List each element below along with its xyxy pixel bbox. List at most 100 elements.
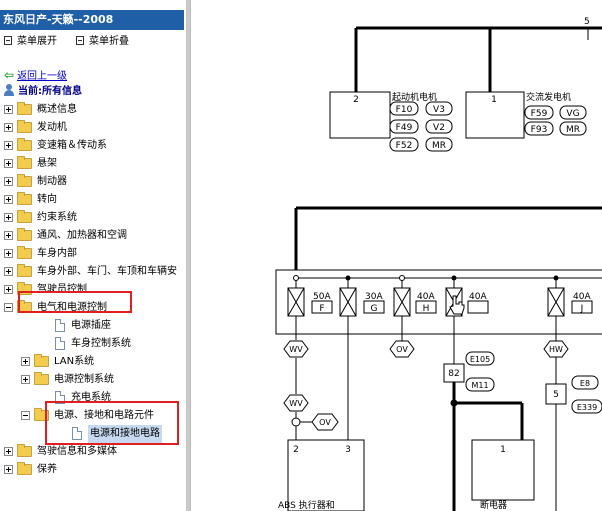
tree-item[interactable]: 发动机 xyxy=(0,119,186,137)
expand-plus-icon[interactable] xyxy=(4,249,13,258)
e8-connector xyxy=(545,383,567,405)
expand-plus-icon[interactable] xyxy=(4,195,13,204)
tree-item[interactable]: 驾驶信息和多媒体 xyxy=(0,443,186,461)
expand-plus-icon[interactable] xyxy=(4,447,13,456)
fuse-2-id: H xyxy=(423,304,430,314)
expand-plus-icon[interactable] xyxy=(21,357,30,366)
expand-plus-icon[interactable] xyxy=(4,159,13,168)
alt-conn-0-pin: VG xyxy=(566,109,579,119)
current-location: 当前:所有信息 xyxy=(4,84,82,98)
starter-conn-2-pin: MR xyxy=(432,141,446,151)
folder-icon xyxy=(17,462,32,475)
expand-plus-icon[interactable] xyxy=(4,141,13,150)
starter-conn-1: F49 xyxy=(396,123,413,133)
junction-dots xyxy=(345,275,559,407)
expand-plus-icon[interactable] xyxy=(4,285,13,294)
document-icon xyxy=(55,319,65,332)
starter-pin: 2 xyxy=(353,95,359,105)
fuse-0-id: F xyxy=(319,304,324,314)
tree-item[interactable]: 充电系统 xyxy=(0,389,186,407)
menu-expand-button[interactable]: 菜单展开 xyxy=(4,35,57,49)
diagram-margin xyxy=(190,0,204,511)
tree-item[interactable]: LAN系统 xyxy=(0,353,186,371)
tree-item[interactable]: 车身控制系统 xyxy=(0,335,186,353)
expand-icon xyxy=(4,36,12,45)
expand-plus-icon[interactable] xyxy=(4,231,13,240)
fuse-0-amp: 50A xyxy=(313,292,331,302)
starter-conn-1-pin: V2 xyxy=(433,123,445,133)
document-icon xyxy=(55,391,65,404)
folder-icon xyxy=(17,102,32,115)
tree-item-label: 制动器 xyxy=(37,176,67,187)
expand-plus-icon[interactable] xyxy=(4,267,13,276)
folder-icon xyxy=(17,156,32,169)
folder-icon xyxy=(34,372,49,385)
folder-icon xyxy=(17,246,32,259)
fuse-symbols xyxy=(287,287,593,317)
alternator-box xyxy=(465,91,525,139)
expand-plus-icon[interactable] xyxy=(4,213,13,222)
back-link[interactable]: ⇦返回上一级 xyxy=(4,68,67,82)
folder-icon xyxy=(34,354,49,367)
document-icon xyxy=(72,427,82,440)
expand-plus-icon[interactable] xyxy=(4,177,13,186)
pane-splitter[interactable] xyxy=(186,0,190,511)
wire-label-2: OV xyxy=(396,345,408,354)
wire-label-3: HW xyxy=(549,345,563,354)
expand-plus-icon[interactable] xyxy=(4,105,13,114)
fuse-3-amp: 40A xyxy=(469,292,487,302)
tree-item-label: 车身外部、车门、车顶和车辆安 xyxy=(37,266,177,277)
folder-icon xyxy=(17,264,32,277)
tree-item[interactable]: 约束系统 xyxy=(0,209,186,227)
expand-plus-icon[interactable] xyxy=(4,465,13,474)
tree-item-label: 保养 xyxy=(37,464,57,475)
menu-collapse-button[interactable]: 菜单折叠 xyxy=(76,35,129,49)
expand-plus-icon[interactable] xyxy=(4,123,13,132)
e8-top: E8 xyxy=(580,379,590,388)
e105-bottom: M11 xyxy=(471,381,488,390)
fuse-4-amp: 40A xyxy=(573,292,591,302)
tree-item-label: 车身控制系统 xyxy=(71,338,131,349)
tree-item[interactable]: 悬架 xyxy=(0,155,186,173)
top-pin-label: 5 xyxy=(584,17,590,27)
document-icon xyxy=(55,337,65,350)
tree-item-label: 电源控制系统 xyxy=(54,374,114,385)
tree-item-label: 驾驶信息和多媒体 xyxy=(37,446,117,457)
tree-item[interactable]: 电源、接地和电路元件 xyxy=(0,407,186,425)
fuse-1-id: G xyxy=(371,304,378,314)
wire-label-5: OV xyxy=(319,418,331,427)
tree-item[interactable]: 车身内部 xyxy=(0,245,186,263)
tree-item-label: 悬架 xyxy=(37,158,57,169)
expand-plus-icon[interactable] xyxy=(21,375,30,384)
tree-item[interactable]: 电源控制系统 xyxy=(0,371,186,389)
tree-item[interactable]: 制动器 xyxy=(0,173,186,191)
tree-item[interactable]: 车身外部、车门、车顶和车辆安 xyxy=(0,263,186,281)
tree-item[interactable]: 电源和接地电路 xyxy=(0,425,186,443)
tree-item[interactable]: 保养 xyxy=(0,461,186,479)
folder-icon xyxy=(17,444,32,457)
alternator-pin: 1 xyxy=(491,95,497,105)
user-icon xyxy=(4,84,14,96)
navigation-pane: 东风日产-天籁--2008 菜单展开 菜单折叠 ⇦返回上一级 当前:所有信息 概… xyxy=(0,0,186,511)
abs-name: ABS 执行器和 xyxy=(278,499,335,511)
tree-item[interactable]: 电源插座 xyxy=(0,317,186,335)
collapse-minus-icon[interactable] xyxy=(21,411,30,420)
e8-bottom: E339 xyxy=(577,403,597,412)
tree-item-label: 电源、接地和电路元件 xyxy=(54,410,154,421)
tree-item[interactable]: 概述信息 xyxy=(0,101,186,119)
tree-item[interactable]: 驾驶员控制 xyxy=(0,281,186,299)
e8-pin: 5 xyxy=(553,390,559,400)
collapse-minus-icon[interactable] xyxy=(4,303,13,312)
tree-item[interactable]: 变速箱＆传动系 xyxy=(0,137,186,155)
starter-name: 起动机电机 xyxy=(392,91,437,103)
fuse-2-amp: 40A xyxy=(417,292,435,302)
tree-item[interactable]: 转向 xyxy=(0,191,186,209)
abs-pin-b: 3 xyxy=(345,445,351,455)
tree-item-label: LAN系统 xyxy=(54,356,95,367)
menu-expand-label: 菜单展开 xyxy=(17,36,57,47)
tree-item[interactable]: 通风、加热器和空调 xyxy=(0,227,186,245)
menu-collapse-label: 菜单折叠 xyxy=(89,36,129,47)
wire-label-4: WV xyxy=(289,399,303,408)
folder-icon xyxy=(17,192,32,205)
breaker-name: 断电器 xyxy=(480,499,507,511)
